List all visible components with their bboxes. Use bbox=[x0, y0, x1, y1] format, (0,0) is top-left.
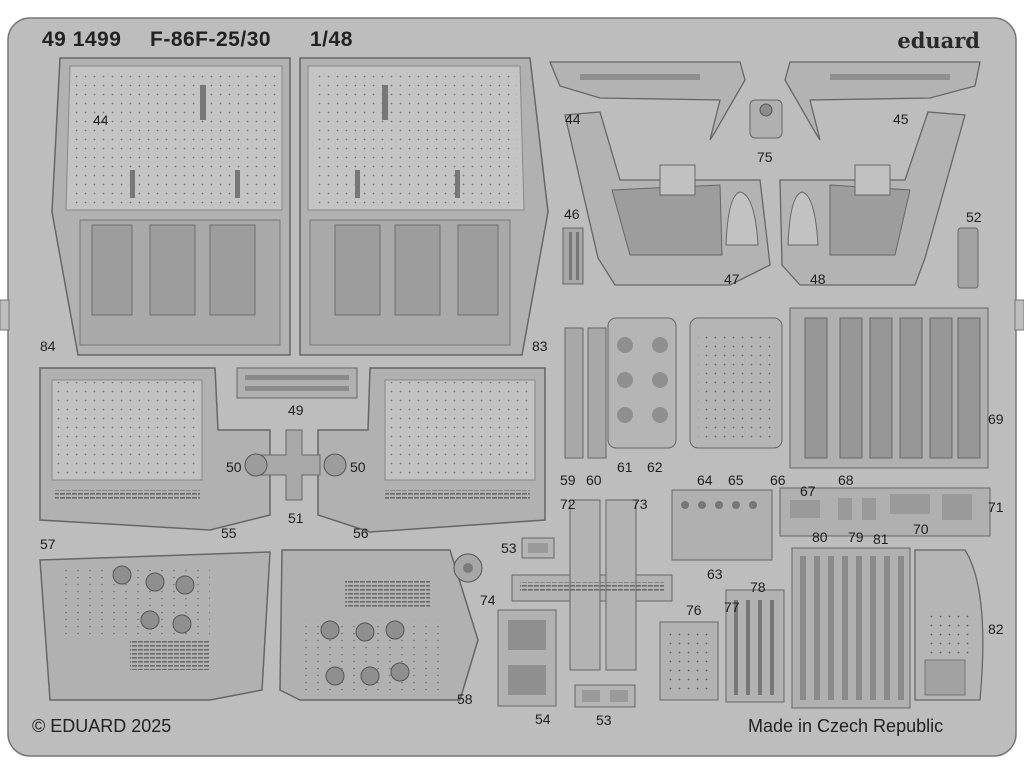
part-44-frame bbox=[549, 61, 746, 141]
part-number: 67 bbox=[800, 483, 816, 499]
part-number: 82 bbox=[988, 621, 1004, 637]
part-number: 72 bbox=[560, 496, 576, 512]
part-number: 77 bbox=[724, 599, 740, 615]
part-number: 79 bbox=[848, 529, 864, 545]
part-number: 53 bbox=[596, 712, 612, 728]
part-number: 49 bbox=[288, 402, 304, 418]
part-number: 55 bbox=[221, 525, 237, 541]
scale-label: 1/48 bbox=[310, 28, 353, 51]
part-number: 65 bbox=[728, 472, 744, 488]
part-number: 75 bbox=[757, 149, 773, 165]
part-57-panel bbox=[39, 551, 271, 701]
part-number: 52 bbox=[966, 209, 982, 225]
part-number: 58 bbox=[457, 691, 473, 707]
part-52-strut bbox=[957, 227, 979, 289]
brand-logo: eduard bbox=[897, 28, 980, 53]
part-55-panel bbox=[39, 367, 271, 531]
part-83-panel bbox=[299, 57, 549, 356]
aircraft-designation: F-86F-25/30 bbox=[150, 28, 272, 51]
part-49-rails bbox=[236, 367, 358, 399]
part-number: 50 bbox=[350, 459, 366, 475]
part-number: 66 bbox=[770, 472, 786, 488]
part-number: 74 bbox=[480, 592, 496, 608]
part-72-73-frame bbox=[511, 499, 673, 671]
part-number: 50 bbox=[226, 459, 242, 475]
part-number: 83 bbox=[532, 338, 548, 354]
part-80-81-strips bbox=[791, 547, 911, 709]
part-82-panel bbox=[914, 549, 984, 701]
part-47-bulkhead bbox=[564, 111, 771, 286]
part-61-62-panels bbox=[607, 317, 677, 449]
origin-text: Made in Czech Republic bbox=[748, 716, 944, 736]
part-number: 64 bbox=[697, 472, 713, 488]
part-53-frame-2 bbox=[574, 684, 636, 708]
part-54-hinges bbox=[497, 609, 557, 707]
part-number: 46 bbox=[564, 206, 580, 222]
copyright-text: © EDUARD 2025 bbox=[32, 716, 172, 736]
part-number: 78 bbox=[750, 579, 766, 595]
part-number: 69 bbox=[988, 411, 1004, 427]
part-46-strip bbox=[562, 227, 584, 285]
part-number: 56 bbox=[353, 525, 369, 541]
part-number: 44 bbox=[565, 111, 581, 127]
part-number: 45 bbox=[893, 111, 909, 127]
part-number: 80 bbox=[812, 529, 828, 545]
part-84-panel bbox=[51, 57, 291, 356]
part-number: 61 bbox=[617, 459, 633, 475]
part-63-pins bbox=[671, 489, 773, 561]
part-75-bracket bbox=[749, 99, 783, 139]
part-number: 62 bbox=[647, 459, 663, 475]
part-53-frame bbox=[521, 537, 555, 559]
part-45-frame bbox=[784, 61, 981, 141]
part-67-79-70-71 bbox=[779, 487, 991, 537]
part-number: 76 bbox=[686, 602, 702, 618]
part-number: 54 bbox=[535, 711, 551, 727]
part-76-plate bbox=[659, 621, 719, 701]
part-64-65-panels bbox=[689, 317, 783, 449]
part-48-bulkhead bbox=[779, 111, 966, 286]
part-number: 47 bbox=[724, 271, 740, 287]
part-59-60-strips bbox=[564, 327, 607, 459]
part-number: 68 bbox=[838, 472, 854, 488]
part-number: 81 bbox=[873, 531, 889, 547]
part-77-78-wires bbox=[725, 589, 785, 703]
part-number: 48 bbox=[810, 271, 826, 287]
part-number: 60 bbox=[586, 472, 602, 488]
part-number: 84 bbox=[40, 338, 56, 354]
part-number: 53 bbox=[501, 540, 517, 556]
part-number: 73 bbox=[632, 496, 648, 512]
part-number: 63 bbox=[707, 566, 723, 582]
part-number: 57 bbox=[40, 536, 56, 552]
part-68-69-rails bbox=[789, 307, 989, 469]
set-number: 49 1499 bbox=[42, 28, 122, 51]
part-74-ring bbox=[453, 553, 483, 583]
part-58-panel bbox=[279, 549, 479, 701]
part-number: 71 bbox=[988, 499, 1004, 515]
part-number: 70 bbox=[913, 521, 929, 537]
part-number: 51 bbox=[288, 510, 304, 526]
part-56-panel bbox=[317, 367, 546, 533]
part-number: 44 bbox=[93, 112, 109, 128]
part-number: 59 bbox=[560, 472, 576, 488]
part-51-cross bbox=[244, 429, 347, 501]
